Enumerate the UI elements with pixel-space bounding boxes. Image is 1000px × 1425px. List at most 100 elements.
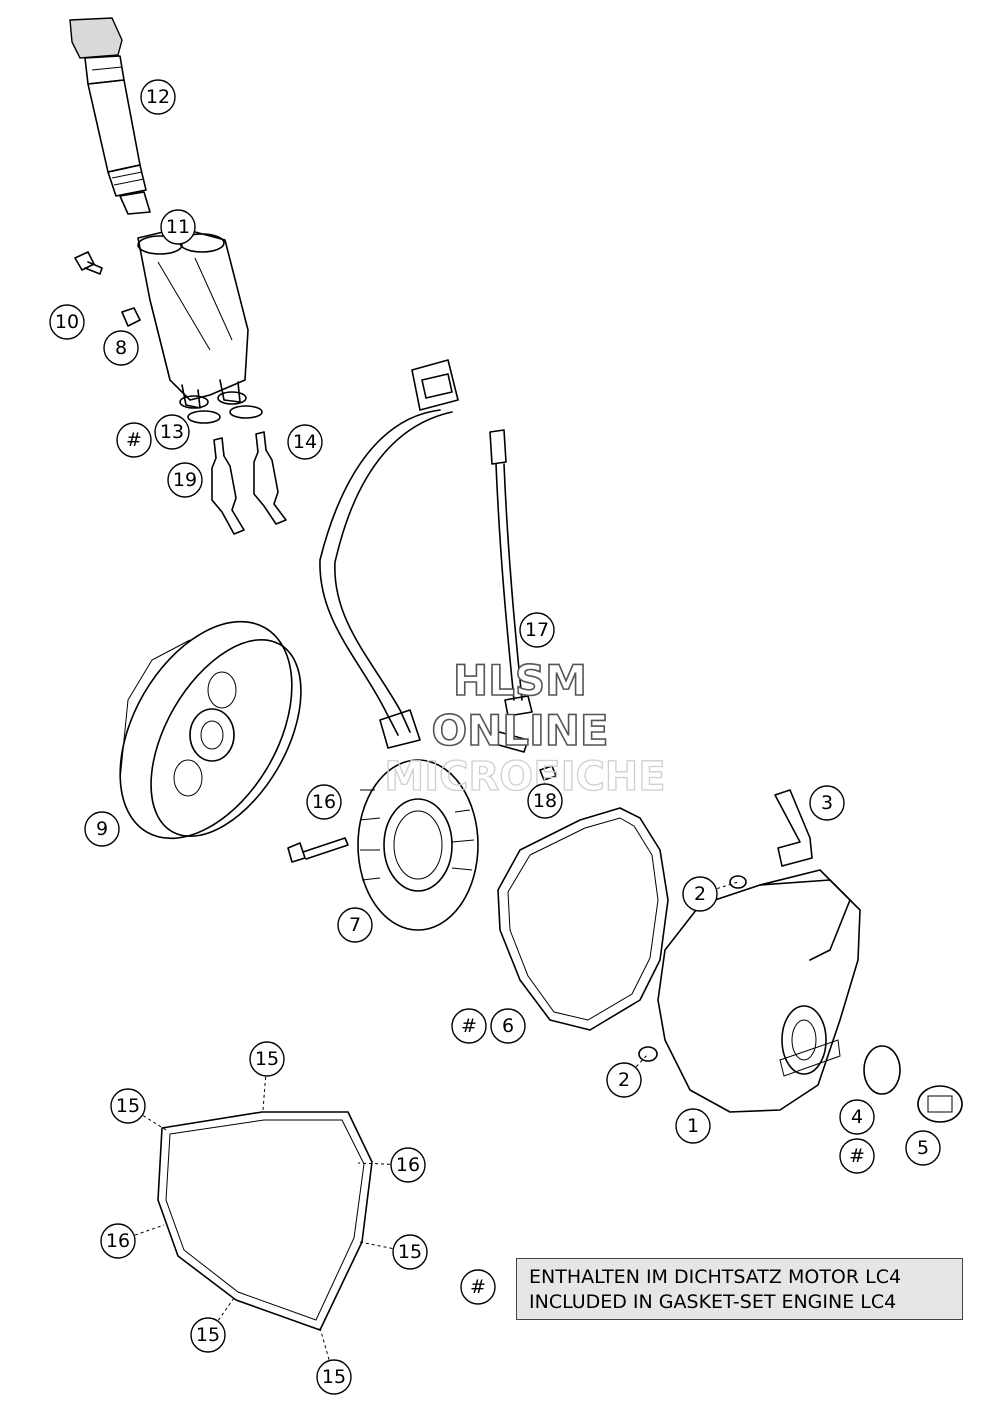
callout-c5: 5 <box>905 1130 941 1166</box>
callout-circle <box>167 462 203 498</box>
callout-circle <box>140 79 176 115</box>
dowel-pins <box>638 875 747 1062</box>
callout-number: 19 <box>173 469 197 491</box>
callout-number: 17 <box>525 619 549 641</box>
callout-circle <box>249 1041 285 1077</box>
callout-number: 15 <box>398 1241 422 1263</box>
callout-number: 16 <box>106 1230 130 1252</box>
callout-number: 2 <box>618 1069 630 1091</box>
callout-c8: 8 <box>103 330 139 366</box>
callout-circle <box>154 414 190 450</box>
callout-c19: 19 <box>167 462 203 498</box>
callout-number: 13 <box>160 421 184 443</box>
callout-circle <box>306 784 342 820</box>
callout-circle <box>116 422 152 458</box>
watermark-hlsm: HLSM <box>453 656 587 705</box>
callout-number: 16 <box>312 791 336 813</box>
callout-number: 9 <box>96 818 108 840</box>
callout-c15b: 15 <box>110 1088 167 1131</box>
legend-line-en: INCLUDED IN GASKET-SET ENGINE LC4 <box>529 1291 897 1313</box>
callout-circle <box>460 1269 496 1305</box>
callout-number: 8 <box>115 337 127 359</box>
callout-c15a: 15 <box>249 1041 285 1111</box>
callout-c12: 12 <box>140 79 176 115</box>
callout-circle <box>100 1223 136 1259</box>
callout-number: 5 <box>917 1137 929 1159</box>
stator <box>319 359 479 931</box>
callout-circle <box>392 1234 428 1270</box>
callout-c4h: # <box>839 1138 875 1174</box>
callout-number: 14 <box>293 431 317 453</box>
callout-number: # <box>126 429 142 451</box>
legend-box: ENTHALTEN IM DICHTSATZ MOTOR LC4 INCLUDE… <box>516 1258 963 1320</box>
callout-c7: 7 <box>337 907 373 943</box>
callout-number: 11 <box>166 216 190 238</box>
callout-number: 4 <box>851 1106 863 1128</box>
watermark-microfiche: MICROFICHE <box>384 754 665 800</box>
callout-c16a: 16 <box>306 784 342 820</box>
callout-number: 3 <box>821 792 833 814</box>
cover-plate-3 <box>774 789 813 867</box>
callout-c13: 13 <box>154 414 190 450</box>
callout-circle <box>390 1147 426 1183</box>
callout-circle <box>905 1130 941 1166</box>
callout-number: 12 <box>146 86 170 108</box>
callout-number: 15 <box>116 1095 140 1117</box>
callout-number: 1 <box>687 1115 699 1137</box>
callout-circle <box>839 1099 875 1135</box>
bolt-18 <box>539 765 557 781</box>
pickup-sensor <box>487 429 533 753</box>
callout-number: 7 <box>349 914 361 936</box>
coil-bracket <box>137 227 249 409</box>
callout-c15e: 15 <box>316 1327 352 1395</box>
stator-bolt <box>287 837 349 863</box>
legend-line-de: ENTHALTEN IM DICHTSATZ MOTOR LC4 <box>529 1266 902 1288</box>
callout-c2a: 2 <box>682 876 739 912</box>
callout-number: 2 <box>694 883 706 905</box>
callout-circle <box>316 1359 352 1395</box>
callout-circle <box>675 1108 711 1144</box>
ignition-coil <box>69 17 151 215</box>
callout-number: 15 <box>196 1324 220 1346</box>
callout-circle <box>451 1008 487 1044</box>
callout-circle <box>110 1088 146 1124</box>
callout-c6: 6 <box>490 1008 526 1044</box>
callout-number: 16 <box>396 1154 420 1176</box>
callout-circle <box>190 1317 226 1353</box>
callout-circle <box>287 424 323 460</box>
callout-c17: 17 <box>519 612 555 648</box>
callout-c15d: 15 <box>190 1297 235 1353</box>
callout-circle <box>160 209 196 245</box>
flywheel <box>119 620 302 840</box>
callout-number: # <box>461 1015 477 1037</box>
nut-8 <box>121 307 141 327</box>
callout-c11: 11 <box>160 209 196 245</box>
ignition-cover <box>657 869 861 1113</box>
callout-circle <box>337 907 373 943</box>
callout-circle <box>606 1062 642 1098</box>
callout-c1: 1 <box>675 1108 711 1144</box>
spark-plugs <box>211 431 287 535</box>
o-ring-4 <box>863 1045 901 1095</box>
callout-number: 6 <box>502 1015 514 1037</box>
callout-c3: 3 <box>809 785 845 821</box>
gasket-large <box>157 1111 373 1331</box>
callout-number: 15 <box>322 1366 346 1388</box>
callout-circle <box>682 876 718 912</box>
callout-clh: # <box>460 1269 496 1305</box>
callout-c16b: 16 <box>357 1147 426 1183</box>
callout-c14: 14 <box>287 424 323 460</box>
gasket-6 <box>497 807 669 1031</box>
o-rings-13 <box>187 405 263 424</box>
callout-c18: 18 <box>527 783 563 819</box>
callout-circle <box>809 785 845 821</box>
callout-labels: 12 11 10 8 #13 14 19 17 9 16 18 3 7 2 #6 15 2 15 16 4 1 #5 16 1… <box>49 79 941 1395</box>
callout-circle <box>527 783 563 819</box>
callout-number: 18 <box>533 790 557 812</box>
callout-circle <box>84 811 120 847</box>
callout-c13h: # <box>116 422 152 458</box>
callout-c10: 10 <box>49 304 85 340</box>
callout-number: 15 <box>255 1048 279 1070</box>
callout-c15c: 15 <box>359 1234 428 1270</box>
callout-circle <box>490 1008 526 1044</box>
